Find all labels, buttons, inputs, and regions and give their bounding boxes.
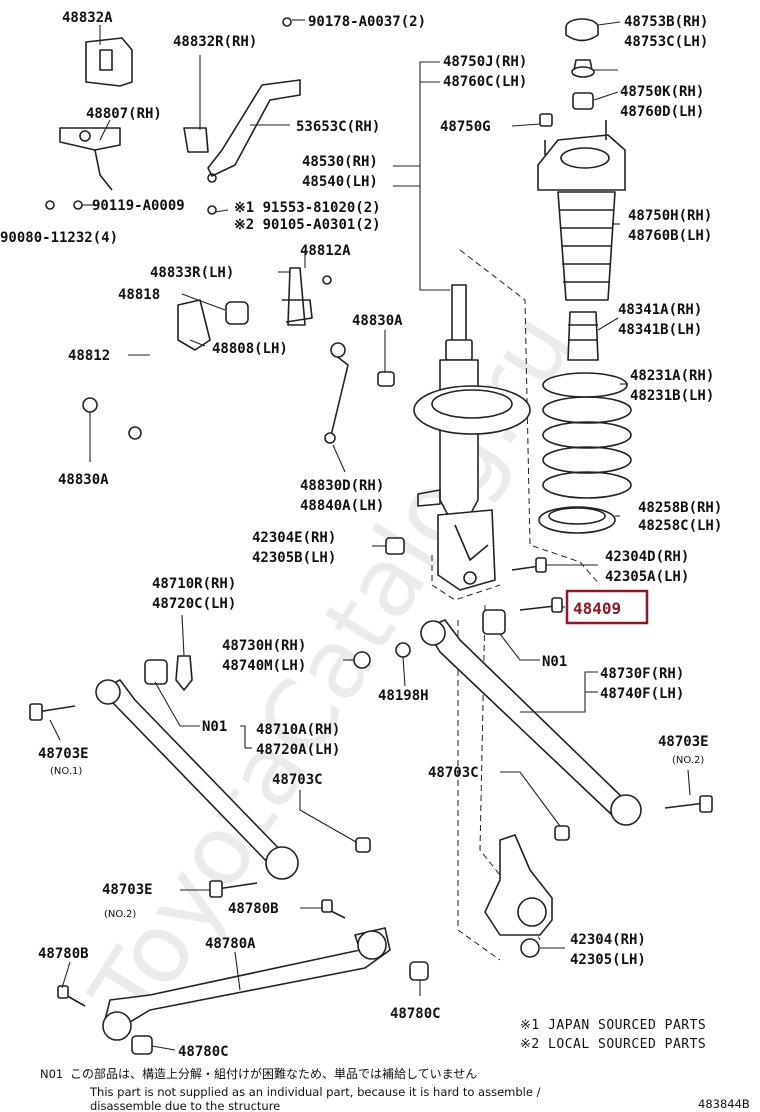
label-90178[interactable]: 90178-A0037(2) — [308, 14, 426, 30]
label-48703E-right[interactable]: 48703E — [658, 734, 709, 750]
label-48198H[interactable]: 48198H — [378, 688, 429, 704]
label-48341A[interactable]: 48341A(RH) — [618, 302, 702, 318]
label-48730H[interactable]: 48730H(RH) — [222, 638, 306, 654]
label-42305[interactable]: 42305(LH) — [570, 952, 646, 968]
label-48703E-bottom[interactable]: 48703E — [102, 882, 153, 898]
label-48808[interactable]: 48808(LH) — [212, 341, 288, 357]
label-48830A-top[interactable]: 48830A — [352, 313, 403, 329]
label-48750J[interactable]: 48750J(RH) — [443, 54, 527, 70]
label-48760B[interactable]: 48760B(LH) — [628, 228, 712, 244]
label-N01-left: N01 — [202, 719, 227, 735]
label-42304E[interactable]: 42304E(RH) — [252, 530, 336, 546]
label-no2-right: (NO.2) — [672, 755, 704, 766]
label-48409[interactable]: 48409 — [573, 599, 621, 618]
label-48840A[interactable]: 48840A(LH) — [300, 498, 384, 514]
label-48760C[interactable]: 48760C(LH) — [443, 74, 527, 90]
bolts-drawing — [29, 113, 713, 1007]
label-48341B[interactable]: 48341B(LH) — [618, 322, 702, 338]
label-N01-right: N01 — [542, 654, 567, 670]
note-n01-japanese: この部品は、構造上分解・組付けが困難なため、単品では補給していません — [70, 1066, 477, 1081]
label-48740F[interactable]: 48740F(LH) — [600, 686, 684, 702]
label-48780A[interactable]: 48780A — [205, 936, 256, 952]
label-48832R[interactable]: 48832R(RH) — [173, 34, 257, 50]
label-48750H[interactable]: 48750H(RH) — [628, 208, 712, 224]
assembly-outline — [459, 249, 601, 586]
label-48750K[interactable]: 48750K(RH) — [620, 84, 704, 100]
label-90119[interactable]: 90119-A0009 — [92, 198, 185, 214]
label-48703C-right[interactable]: 48703C — [428, 765, 479, 781]
label-48753C[interactable]: 48753C(LH) — [624, 34, 708, 50]
label-48750G[interactable]: 48750G — [440, 119, 491, 135]
note-n01-english-2: disassemble due to the structure — [90, 1099, 280, 1112]
label-42305A[interactable]: 42305A(LH) — [605, 569, 689, 585]
brackets-drawing — [45, 17, 301, 215]
label-48231B[interactable]: 48231B(LH) — [630, 388, 714, 404]
label-no1: (NO.1) — [50, 766, 82, 777]
label-48730F[interactable]: 48730F(RH) — [600, 666, 684, 682]
label-48540[interactable]: 48540(LH) — [302, 174, 378, 190]
upper-mount-drawing — [537, 18, 626, 361]
label-48760D[interactable]: 48760D(LH) — [620, 104, 704, 120]
label-48740M[interactable]: 48740M(LH) — [222, 658, 306, 674]
label-42304[interactable]: 42304(RH) — [570, 932, 646, 948]
label-42305B[interactable]: 42305B(LH) — [252, 550, 336, 566]
note-japan-sourced: ※1 JAPAN SOURCED PARTS — [520, 1018, 706, 1033]
stabilizer-bar-drawing — [79, 267, 395, 444]
label-90080[interactable]: 90080-11232(4) — [0, 230, 118, 246]
label-48812A[interactable]: 48812A — [300, 243, 351, 259]
label-53653C[interactable]: 53653C(RH) — [296, 119, 380, 135]
label-48258C[interactable]: 48258C(LH) — [638, 518, 722, 534]
leader-lines — [49, 19, 691, 1051]
label-42304D[interactable]: 42304D(RH) — [605, 549, 689, 565]
label-48818[interactable]: 48818 — [118, 287, 160, 303]
label-48832A[interactable]: 48832A — [62, 10, 113, 26]
knuckle-drawing — [484, 834, 553, 958]
label-48703E-left[interactable]: 48703E — [38, 746, 89, 762]
label-48703C-mid[interactable]: 48703C — [272, 772, 323, 788]
label-no2-bottom: (NO.2) — [104, 909, 136, 920]
lower-arms-drawing — [95, 609, 642, 1055]
label-90105[interactable]: ※2 90105-A0301(2) — [234, 217, 381, 233]
label-48720C[interactable]: 48720C(LH) — [152, 596, 236, 612]
label-48710R[interactable]: 48710R(RH) — [152, 576, 236, 592]
label-48710A[interactable]: 48710A(RH) — [256, 722, 340, 738]
label-48780C-right[interactable]: 48780C — [390, 1006, 441, 1022]
note-n01-code: N01 — [40, 1067, 63, 1081]
label-48830A-low[interactable]: 48830A — [58, 472, 109, 488]
notes: ※1 JAPAN SOURCED PARTS ※2 LOCAL SOURCED … — [40, 1018, 750, 1112]
label-48780C-bottom[interactable]: 48780C — [178, 1044, 229, 1060]
coil-spring-drawing — [538, 372, 632, 534]
highlight-box — [565, 589, 649, 625]
label-48720A[interactable]: 48720A(LH) — [256, 742, 340, 758]
label-48753B[interactable]: 48753B(RH) — [624, 14, 708, 30]
label-48833R[interactable]: 48833R(LH) — [150, 265, 234, 281]
label-48530[interactable]: 48530(RH) — [302, 154, 378, 170]
label-48807[interactable]: 48807(RH) — [86, 106, 162, 122]
diagram-id: 483844B — [698, 1097, 750, 1111]
label-48812[interactable]: 48812 — [68, 348, 110, 364]
label-48258B[interactable]: 48258B(RH) — [638, 500, 722, 516]
label-48780B-mid[interactable]: 48780B — [228, 901, 279, 917]
note-n01-english-1: This part is not supplied as an individu… — [89, 1085, 541, 1099]
label-91553[interactable]: ※1 91553-81020(2) — [234, 200, 381, 216]
label-48231A[interactable]: 48231A(RH) — [630, 368, 714, 384]
label-48780B-left[interactable]: 48780B — [38, 946, 89, 962]
part-labels: 48832A 90178-A0037(2) 48753B(RH) 48753C(… — [0, 10, 722, 1060]
note-local-sourced: ※2 LOCAL SOURCED PARTS — [520, 1037, 706, 1052]
label-48830D[interactable]: 48830D(RH) — [300, 478, 384, 494]
shock-absorber-drawing — [413, 284, 531, 591]
